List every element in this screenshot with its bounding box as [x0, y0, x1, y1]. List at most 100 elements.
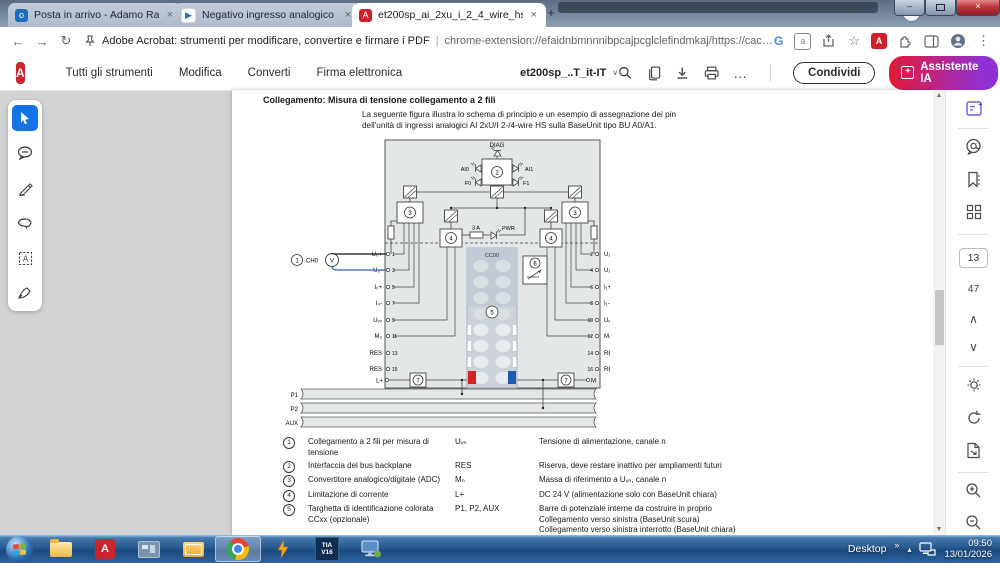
svg-text:8: 8 — [590, 301, 593, 307]
taskbar-acrobat-button[interactable]: A — [83, 536, 127, 562]
kebab-menu-icon[interactable]: ⋮ — [977, 33, 990, 48]
google-icon[interactable]: G — [774, 34, 784, 48]
previous-page-button[interactable]: ∧ — [969, 312, 978, 326]
text-select-tool-button[interactable]: A — [12, 245, 38, 271]
omnibox-page-title[interactable]: Adobe Acrobat: strumenti per modificare,… — [102, 35, 430, 47]
legend-desc: Targhetta di identificazione colorata CC… — [308, 504, 434, 524]
scrollbar-thumb[interactable] — [934, 290, 944, 345]
lplus-label: L+ — [376, 379, 383, 385]
voltmeter-label: V — [330, 259, 334, 265]
acrobat-right-sidebar: ✦ 13 — [945, 90, 1000, 535]
fit-page-button[interactable] — [946, 442, 1000, 459]
current-page-indicator[interactable]: 13 — [946, 248, 1000, 268]
lasso-tool-button[interactable] — [12, 210, 38, 236]
zoom-out-button[interactable] — [946, 514, 1000, 531]
taskbar-tia-portal-button[interactable]: TIA V16 — [305, 536, 349, 562]
tab-close-icon[interactable]: × — [530, 9, 537, 21]
toolbar-overflow-icon[interactable]: » — [894, 540, 900, 550]
network-icon[interactable] — [919, 542, 937, 556]
print-icon[interactable] — [704, 65, 719, 81]
callout-3: 3 — [408, 211, 412, 217]
profile-avatar-icon[interactable] — [950, 33, 966, 49]
fill-sign-tool-button[interactable] — [12, 280, 38, 306]
scroll-down-icon[interactable]: ▼ — [935, 526, 943, 533]
bookmark-icon — [968, 171, 980, 188]
svg-text:5: 5 — [392, 285, 395, 291]
share-button[interactable]: Condividi — [793, 61, 876, 84]
tab-forum[interactable]: ▶ Negativo ingresso analogico - S7 × — [174, 3, 360, 27]
translate-icon[interactable]: a — [794, 32, 812, 50]
comments-panel-button[interactable] — [946, 138, 1000, 155]
svg-text:11: 11 — [392, 334, 397, 340]
isolation-icon — [444, 209, 458, 223]
ai-assistant-button[interactable]: ✦ Assistente IA — [889, 55, 998, 90]
select-tool-button[interactable] — [12, 105, 38, 131]
taskbar-chrome-button[interactable] — [215, 536, 261, 562]
menu-all-tools[interactable]: Tutti gli strumenti — [65, 66, 153, 79]
taskbar-outlook-button[interactable] — [171, 536, 215, 562]
doc-title-chevron-icon[interactable]: ∨ — [612, 68, 619, 77]
svg-text:M₁: M₁ — [604, 334, 610, 340]
ai-assistant-panel-button[interactable]: ✦ — [946, 100, 1000, 118]
taskbar-control-panel-button[interactable] — [127, 536, 171, 562]
search-icon[interactable] — [618, 65, 633, 81]
comment-tool-button[interactable] — [12, 140, 38, 166]
taskbar-lightning-app-button[interactable] — [261, 536, 305, 562]
outlook-favicon: o — [15, 8, 28, 22]
acrobat-logo[interactable]: A — [16, 61, 25, 84]
tab-close-icon[interactable]: × — [166, 9, 173, 21]
thumbnails-panel-button[interactable] — [946, 204, 1000, 220]
share-icon[interactable] — [822, 34, 837, 48]
download-icon[interactable] — [675, 65, 690, 81]
scroll-up-icon[interactable]: ▲ — [935, 92, 943, 99]
show-hidden-icons-button[interactable]: ▴ — [907, 544, 912, 554]
taskbar-clock[interactable]: 09:50 13/01/2026 — [944, 538, 992, 560]
zoom-in-button[interactable] — [946, 482, 1000, 499]
cursor-icon — [21, 112, 29, 125]
close-button[interactable]: × — [956, 0, 1000, 16]
reload-icon[interactable]: ↻ — [60, 33, 72, 48]
legend-symbol-desc: Barre di potenziale interne da costruire… — [539, 504, 736, 534]
acrobat-extension-icon[interactable]: A — [871, 33, 887, 49]
callout-2: 2 — [495, 171, 499, 177]
pencil-tool-button[interactable] — [12, 175, 38, 201]
new-tab-button[interactable]: + — [547, 5, 555, 20]
menu-edit[interactable]: Modifica — [178, 66, 222, 79]
taskbar-remote-desktop-button[interactable] — [349, 536, 393, 562]
start-button[interactable] — [6, 535, 33, 563]
extensions-puzzle-icon[interactable] — [898, 34, 913, 49]
tab-pdf-active[interactable]: A et200sp_ai_2xu_i_2_4_wire_hs_ma × — [352, 3, 546, 27]
bookmarks-panel-button[interactable] — [946, 171, 1000, 188]
desktop-toolbar-label[interactable]: Desktop — [847, 543, 887, 555]
legend-symbol-desc: DC 24 V (alimentazione solo con BaseUnit… — [539, 489, 717, 499]
theme-button[interactable] — [946, 377, 1000, 393]
omnibox-url[interactable]: chrome-extension://efaidnbmnnnibpcajpcgl… — [444, 35, 774, 47]
pages-icon[interactable] — [647, 65, 662, 81]
bookmark-star-icon[interactable]: ☆ — [848, 33, 860, 48]
tab-mail[interactable]: o Posta in arrivo - Adamo Rago - O × — [8, 3, 182, 27]
menu-convert[interactable]: Converti — [247, 66, 291, 79]
maximize-button[interactable] — [925, 0, 956, 16]
back-icon[interactable]: ← — [11, 33, 25, 49]
current-page-value: 13 — [958, 248, 989, 268]
divider — [958, 472, 989, 473]
next-page-button[interactable]: ∨ — [969, 340, 978, 354]
more-options-icon[interactable]: … — [733, 64, 749, 81]
f0-label: F0 — [465, 181, 471, 187]
divider — [770, 63, 772, 82]
taskbar-explorer-button[interactable] — [39, 536, 83, 562]
wire-blue — [331, 266, 387, 271]
side-panel-icon[interactable] — [924, 34, 939, 48]
callout-6: 6 — [533, 262, 537, 268]
minimize-button[interactable]: – — [894, 0, 925, 16]
menu-esign[interactable]: Firma elettronica — [316, 66, 403, 79]
vertical-scrollbar[interactable]: ▲ ▼ — [933, 90, 945, 535]
rotate-page-button[interactable] — [946, 410, 1000, 426]
marquee-text-icon: A — [18, 251, 32, 265]
remote-desktop-icon — [361, 540, 381, 557]
tab-close-icon[interactable]: × — [344, 9, 351, 21]
acrobat-right-actions: … Condividi ✦ Assistente IA Accedi — [618, 55, 1000, 90]
diag-label: DIAG — [490, 143, 505, 149]
svg-text:16: 16 — [587, 367, 593, 373]
forward-icon[interactable]: → — [35, 33, 49, 49]
